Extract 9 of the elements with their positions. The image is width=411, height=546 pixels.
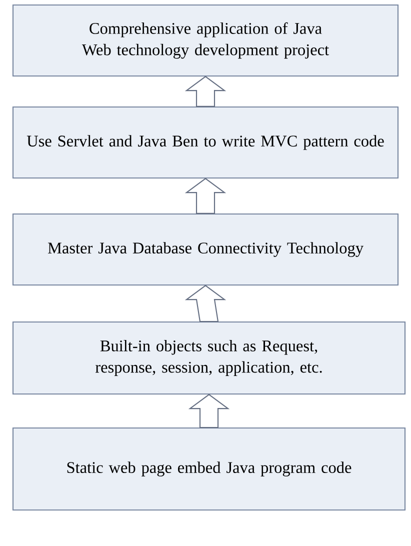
process-box: Comprehensive application of Java Web technology development project [12, 4, 399, 77]
process-box: Static web page embed Java program code [12, 427, 406, 511]
block-arrow [184, 178, 226, 214]
process-box: Use Servlet and Java Ben to write MVC pattern code [12, 106, 399, 179]
block-arrow [188, 394, 230, 428]
process-box: Built-in objects such as Request, response, session, application, etc. [12, 321, 406, 395]
block-arrow [184, 284, 226, 322]
block-arrow [184, 76, 226, 107]
process-box: Master Java Database Connectivity Technology [12, 213, 399, 286]
